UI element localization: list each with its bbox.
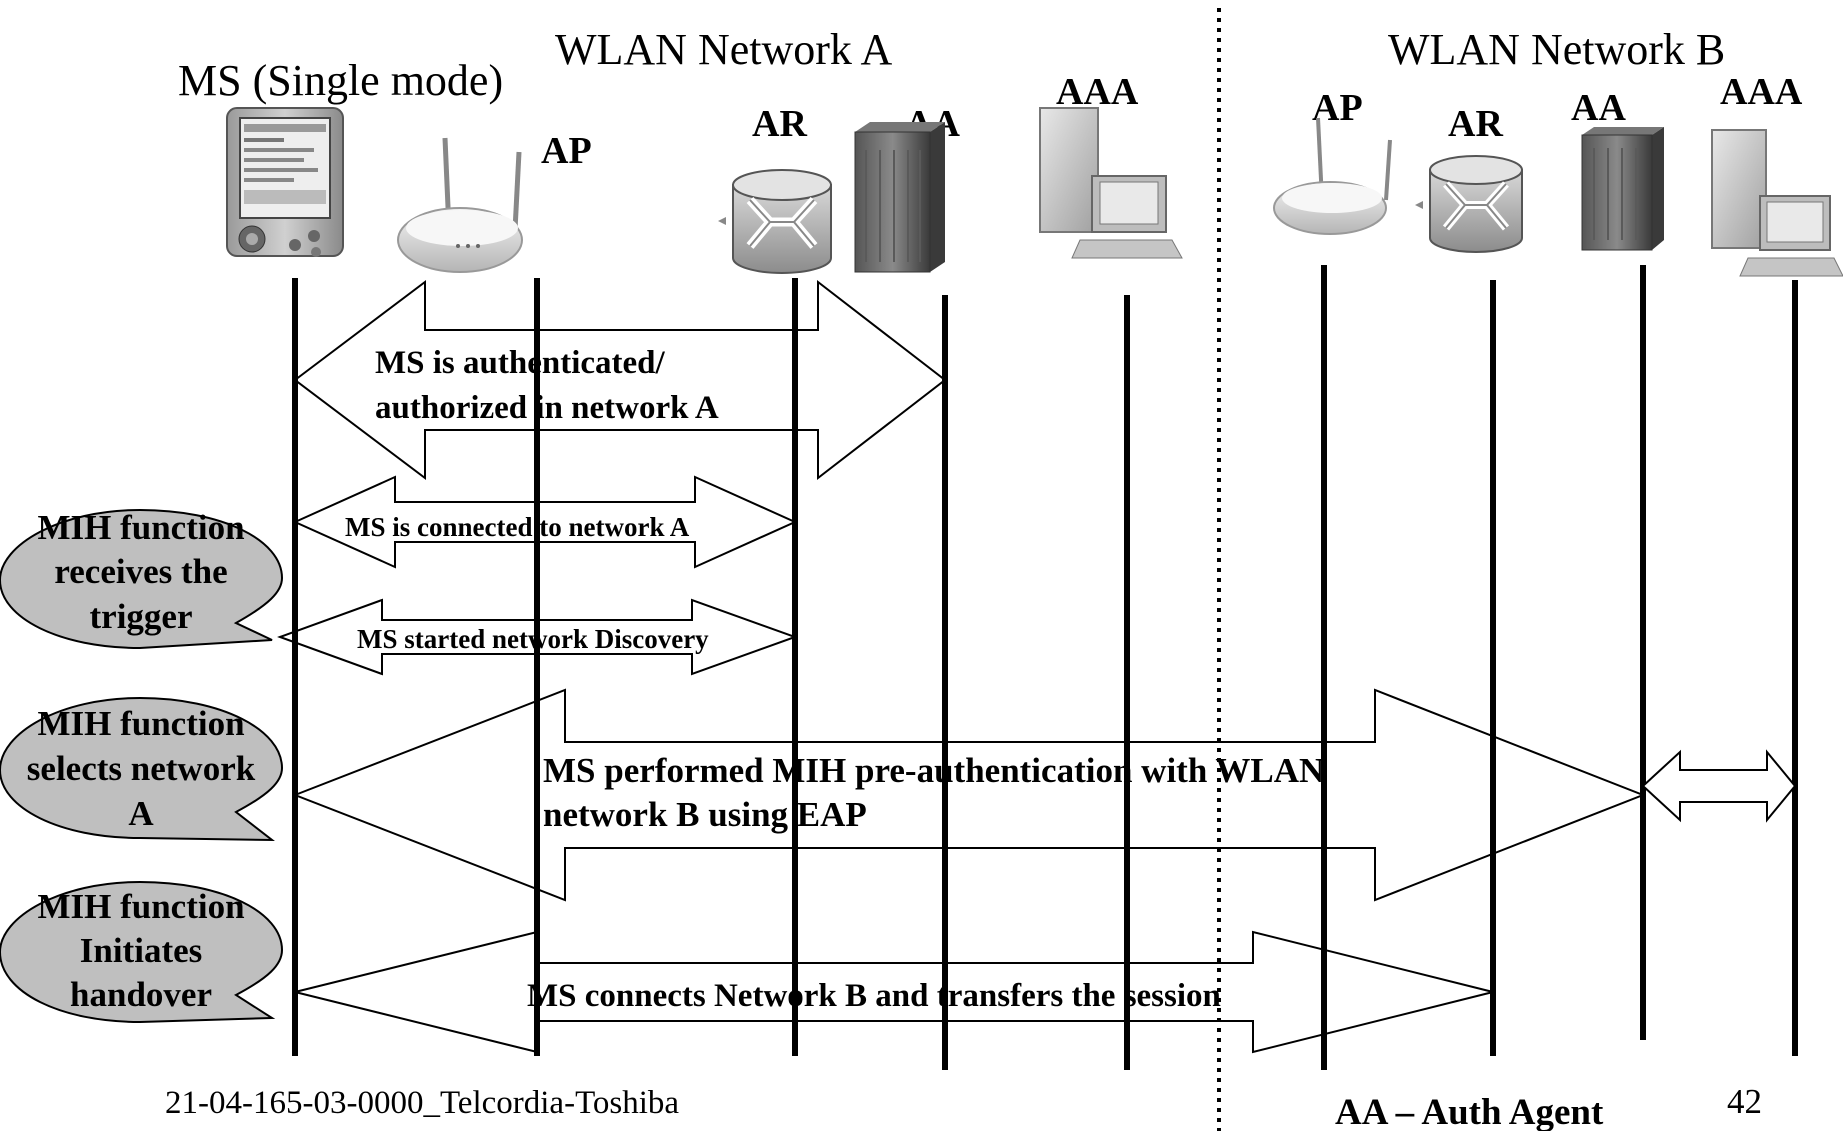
access-point-icon (1273, 117, 1392, 235)
preauth-message-line1: MS performed MIH pre-authentication with… (543, 751, 1324, 790)
aa-b-label: AA (1571, 87, 1626, 129)
access-point-icon (397, 137, 523, 273)
network-a-title: WLAN Network A (555, 25, 892, 74)
connected-arrow (292, 475, 798, 569)
callout-initiate-line2: Initiates (80, 931, 203, 970)
aaa-b-label: AAA (1720, 71, 1803, 113)
server-rack-icon (854, 122, 945, 273)
auth-arrow (293, 279, 947, 481)
discovery-message: MS started network Discovery (357, 624, 709, 654)
ap-a-label: AP (541, 130, 592, 172)
footer-page-number: 42 (1727, 1082, 1762, 1121)
auth-message-line1: MS is authenticated/ (375, 345, 666, 381)
router-icon (718, 169, 832, 274)
router-icon (1415, 155, 1523, 253)
callout-select-line1: MIH function (37, 704, 244, 743)
footer-doc-id: 21-04-165-03-0000_Telcordia-Toshiba (165, 1085, 679, 1121)
callout-initiate-line3: handover (70, 975, 212, 1014)
callout-select-line2: selects network (27, 749, 256, 788)
workstation-icon (1039, 107, 1183, 259)
aa-aaa-arrow (1641, 749, 1797, 823)
callout-trigger-line1: MIH function (37, 508, 244, 547)
ar-b-label: AR (1448, 103, 1503, 145)
discovery-arrow (277, 598, 798, 676)
server-rack-icon (1581, 127, 1664, 251)
preauth-message-line2: network B using EAP (543, 795, 867, 834)
ar-a-label: AR (752, 103, 807, 145)
callout-select-line3: A (128, 794, 154, 833)
network-b-title: WLAN Network B (1388, 25, 1725, 74)
aaa-a-label: AAA (1056, 71, 1139, 113)
callout-trigger-line2: receives the (54, 552, 227, 591)
ap-b-label: AP (1312, 87, 1363, 129)
workstation-icon (1711, 129, 1843, 277)
ms-label: MS (Single mode) (178, 56, 503, 105)
callout-trigger: MIH function receives the trigger (0, 508, 284, 650)
callout-select: MIH function selects network A (0, 696, 284, 842)
auth-message-line2: authorized in network A (375, 390, 719, 426)
preauth-arrow (292, 688, 1646, 902)
callout-trigger-line3: trigger (90, 597, 193, 636)
handover-arrow (294, 930, 1494, 1054)
connected-message: MS is connected to network A (345, 512, 690, 542)
callout-initiate: MIH function Initiates handover (0, 880, 284, 1024)
callout-initiate-line1: MIH function (37, 887, 244, 926)
handover-message: MS connects Network B and transfers the … (527, 978, 1221, 1014)
pda-icon (226, 107, 344, 257)
footer-legend: AA – Auth Agent (1335, 1092, 1604, 1131)
